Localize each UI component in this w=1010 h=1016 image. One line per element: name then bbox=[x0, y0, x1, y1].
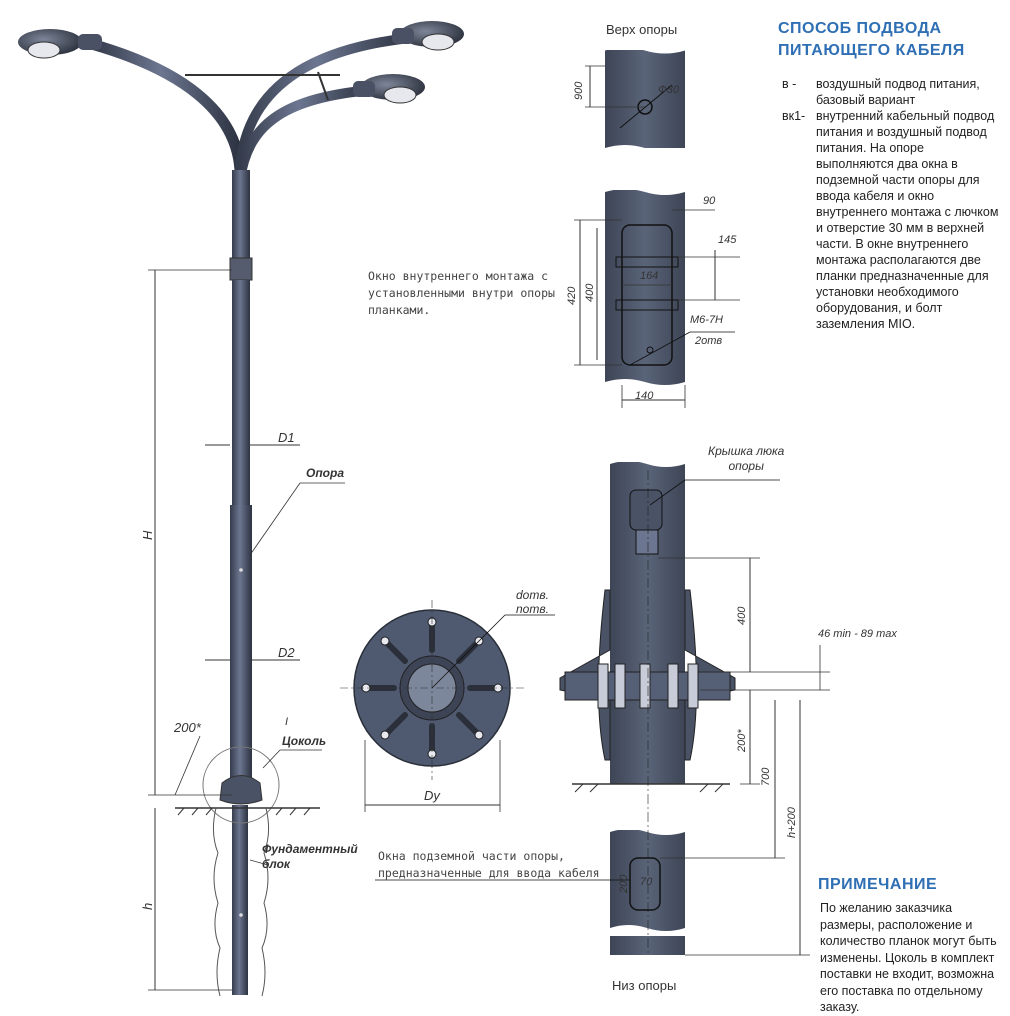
plinth-label: Цоколь bbox=[282, 734, 327, 748]
dim-range: 46 min - 89 max bbox=[818, 628, 897, 640]
note-title: Примечание bbox=[818, 876, 938, 893]
window-under-label: Окна подземной части опоры, предназначен… bbox=[378, 849, 600, 880]
lamp-left bbox=[18, 29, 102, 59]
pole-base-detail bbox=[375, 456, 830, 956]
cable-section-list: в - воздушный подвод питания, базовый ва… bbox=[782, 76, 1002, 332]
mounting-window-detail bbox=[574, 184, 740, 408]
item-text: внутренний кабельный подвод питания и во… bbox=[816, 109, 999, 331]
dim-m6: М6-7Н bbox=[690, 314, 724, 326]
dim-D2: D2 bbox=[278, 645, 295, 660]
dim-top-900: 900 bbox=[573, 81, 585, 100]
dim-90: 90 bbox=[703, 195, 716, 207]
dim-base-200: 200* bbox=[736, 729, 748, 752]
dim-h: h bbox=[140, 902, 155, 910]
dim-200: 200* bbox=[174, 720, 201, 735]
dim-140: 140 bbox=[635, 390, 654, 402]
hatch-cover-label: Крышка люка опоры bbox=[708, 444, 785, 473]
dim-420: 420 bbox=[566, 286, 578, 305]
cable-title-line1: Способ подвода bbox=[778, 20, 942, 37]
dim-Dy: Dy bbox=[424, 788, 440, 803]
dim-window-200: 200 bbox=[618, 874, 630, 893]
lamp-right-low bbox=[353, 74, 425, 104]
dim-400: 400 bbox=[584, 283, 596, 302]
dim-H: H bbox=[140, 530, 155, 540]
cable-title-line2: питающего кабеля bbox=[778, 42, 965, 59]
dim-window-70: 70 bbox=[640, 876, 653, 888]
note-text: По желанию заказчика размеры, расположен… bbox=[820, 901, 997, 1014]
dim-D1: D1 bbox=[278, 430, 295, 445]
list-item: в - воздушный подвод питания, базовый ва… bbox=[782, 76, 1002, 108]
dim-holes: 2отв bbox=[695, 335, 723, 347]
dim-d-otv: dотв. bbox=[516, 588, 549, 602]
base-flange-plan bbox=[340, 600, 555, 812]
top-view-label: Верх опоры bbox=[606, 22, 678, 37]
dim-700: 700 bbox=[760, 767, 772, 786]
list-item: вк1- внутренний кабельный подвод питания… bbox=[782, 108, 1002, 332]
detail-mark-I: I bbox=[285, 716, 289, 728]
dim-145: 145 bbox=[718, 234, 737, 246]
item-key: в - bbox=[782, 77, 797, 91]
pole-elevation bbox=[18, 21, 464, 997]
bottom-view-label: Низ опоры bbox=[612, 978, 677, 993]
dim-phi30: Ф30 bbox=[658, 84, 679, 96]
item-text: воздушный подвод питания, базовый вариан… bbox=[816, 77, 980, 107]
dim-164: 164 bbox=[640, 270, 659, 282]
dim-base-400: 400 bbox=[736, 606, 748, 625]
dim-h200: h+200 bbox=[786, 807, 798, 838]
dim-n-otv: nотв. bbox=[516, 602, 549, 616]
pole-label: Опора bbox=[306, 466, 344, 480]
cable-section-title: Способ подвода питающего кабеля bbox=[778, 18, 965, 62]
window-inner-label: Окно внутреннего монтажа с установленным… bbox=[368, 269, 555, 317]
pole-top-detail bbox=[585, 46, 686, 154]
lamp-right-top bbox=[392, 21, 464, 51]
item-key: вк1- bbox=[782, 109, 806, 123]
foundation-label: Фундаментный блок bbox=[262, 842, 358, 871]
